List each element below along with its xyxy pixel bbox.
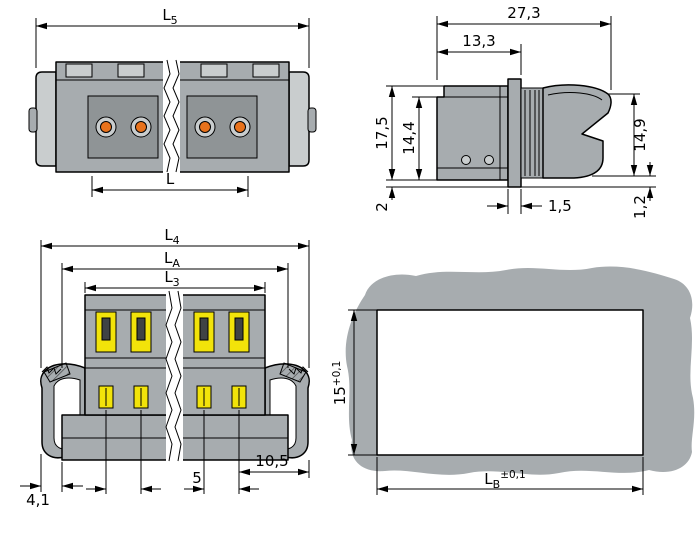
- left-lever-serration: [41, 366, 62, 375]
- contact-pin: [199, 121, 211, 133]
- front-housing-right: [179, 294, 266, 416]
- dim-label-13-3: 13,3: [462, 32, 495, 50]
- view-front: L4 LA L3 4,1: [20, 226, 311, 509]
- dim-label-17-5: 17,5: [373, 116, 391, 149]
- dim-label-14-9: 14,9: [631, 118, 649, 151]
- dim-1-2: 1,2: [521, 162, 656, 219]
- bellows-zone: [520, 87, 544, 179]
- upper-contact-slot: [234, 317, 244, 341]
- dim-label-14-4: 14,4: [400, 121, 418, 154]
- housing-hole: [461, 155, 471, 165]
- dim-15: 15+0,1: [331, 309, 377, 456]
- right-end-ear: [288, 71, 310, 167]
- dim-10-5: 10,5: [239, 452, 310, 478]
- latch-window: [200, 63, 228, 78]
- dim-2: 2: [373, 167, 508, 212]
- dim-label-l5: L5: [162, 6, 177, 27]
- contact-pin: [135, 121, 147, 133]
- break-line: [172, 59, 180, 173]
- view-panel-cutout: 15+0,1 LB±0,1: [331, 266, 695, 495]
- dim-label-2: 2: [373, 202, 391, 212]
- contact-pin: [100, 121, 112, 133]
- dim-label-4-1: 4,1: [26, 491, 50, 509]
- dim-label-lb: LB±0,1: [484, 469, 525, 491]
- dim-label-l4: L4: [164, 226, 179, 247]
- locking-lever-side: [542, 84, 612, 179]
- dim-14-4: 14,4: [400, 96, 444, 180]
- dim-label-la: LA: [164, 249, 180, 270]
- dim-13-3: 13,3: [437, 32, 522, 75]
- left-end-ear: [35, 71, 57, 167]
- latch-window: [65, 63, 93, 78]
- dim-1-5: 1,5: [487, 189, 572, 215]
- top-view-part: [28, 59, 317, 175]
- dim-label-1-2: 1,2: [631, 195, 649, 219]
- contact-pin: [234, 121, 246, 133]
- dim-label-1-5: 1,5: [548, 197, 572, 215]
- view-top: L5 L: [28, 6, 317, 197]
- dim-l3: L3: [84, 268, 266, 293]
- dim-27-3: 27,3: [436, 4, 612, 90]
- latch-window: [117, 63, 145, 78]
- upper-contact-slot: [199, 317, 209, 341]
- upper-contact-slot: [101, 317, 111, 341]
- dim-label-l: L: [166, 170, 175, 188]
- dim-label-l3: L3: [164, 268, 179, 289]
- dim-l: L: [91, 170, 249, 197]
- dim-la: LA: [61, 249, 289, 368]
- panel-cutout-hole: [376, 309, 644, 456]
- dim-label-5: 5: [192, 469, 202, 487]
- dim-label-10-5: 10,5: [255, 452, 288, 470]
- right-lever-serration: [288, 366, 309, 375]
- dim-14-9: 14,9: [592, 93, 656, 177]
- dim-l5: L5: [35, 6, 310, 68]
- view-side: 27,3 13,3 17,5 14,4 2 14: [373, 4, 656, 219]
- dim-5: 5: [86, 410, 259, 494]
- dim-17-5: 17,5: [373, 85, 444, 181]
- dim-l4: L4: [40, 226, 310, 368]
- housing-hole: [484, 155, 494, 165]
- left-latch-tab: [28, 107, 38, 133]
- dim-label-27-3: 27,3: [507, 4, 540, 22]
- break-gap: [163, 59, 180, 175]
- lever-detail-line: [547, 92, 603, 101]
- dim-lb: LB±0,1: [376, 457, 644, 495]
- dim-4-1: 4,1: [20, 454, 83, 509]
- break-line: [174, 290, 182, 462]
- side-view-part: [436, 78, 612, 188]
- dim-label-15: 15+0,1: [331, 361, 349, 406]
- break-gap: [166, 291, 183, 463]
- latch-window: [252, 63, 280, 78]
- front-view-part: [39, 290, 311, 463]
- side-housing: [436, 85, 509, 181]
- upper-contact-slot: [136, 317, 146, 341]
- break-line: [165, 290, 173, 462]
- break-line: [163, 59, 171, 173]
- mounting-flange: [507, 78, 522, 188]
- right-latch-tab: [307, 107, 317, 133]
